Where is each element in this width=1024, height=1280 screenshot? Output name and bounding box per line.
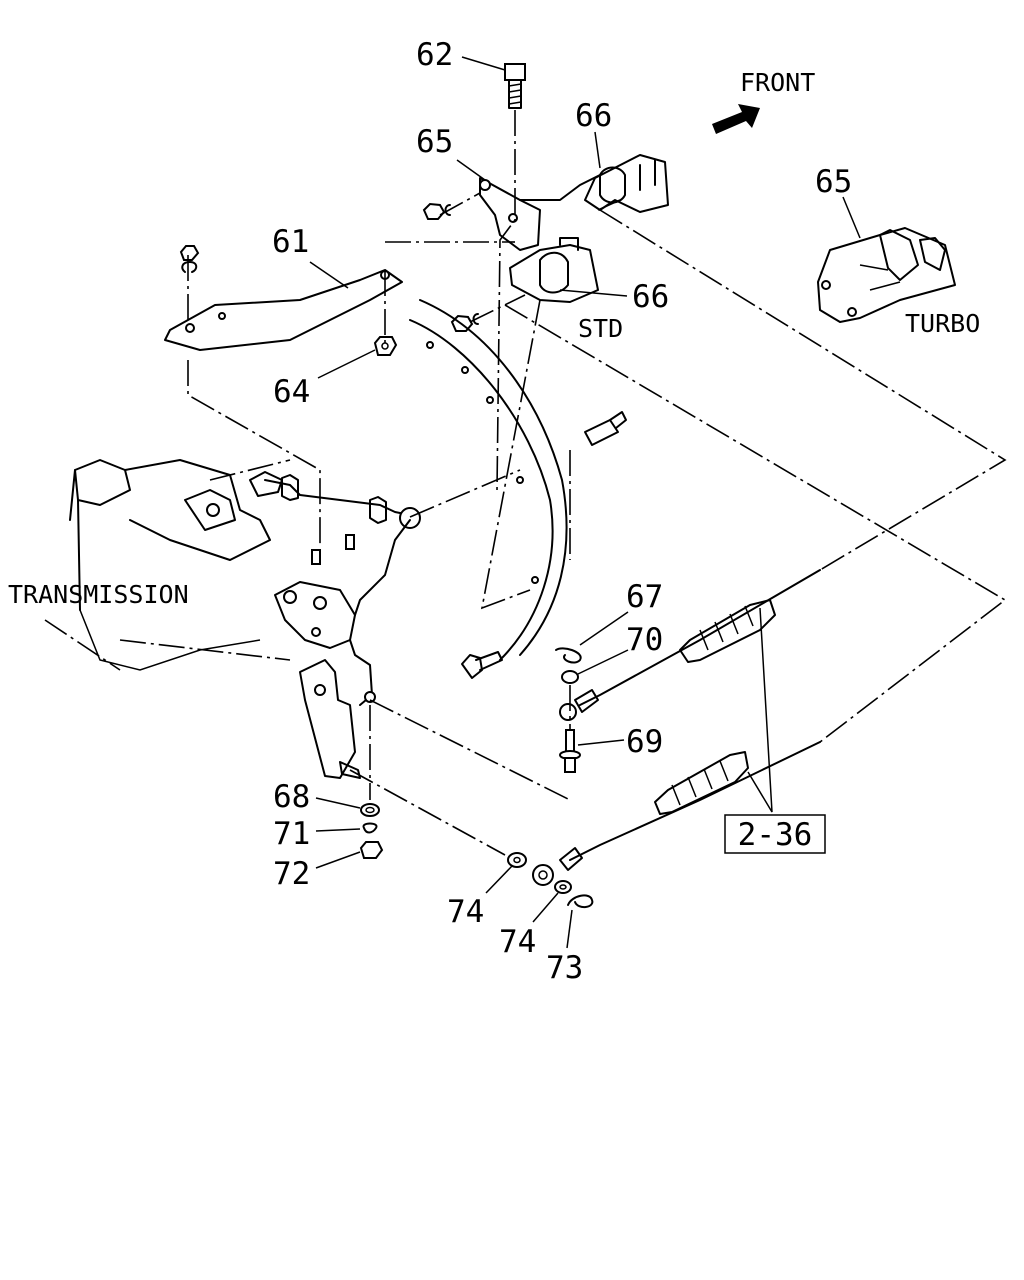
- clip-67: [555, 647, 582, 664]
- pin-69: [559, 729, 581, 773]
- shift-rod: [264, 474, 421, 529]
- washer-68: [360, 803, 380, 817]
- nut-64: [373, 336, 398, 356]
- leader-lines: [309, 56, 861, 949]
- callout-73[interactable]: 73: [546, 950, 583, 986]
- callout-67[interactable]: 67: [626, 579, 663, 615]
- callout-69[interactable]: 69: [626, 724, 663, 760]
- callout-68[interactable]: 68: [273, 779, 310, 815]
- nut-washer-left: [179, 245, 200, 273]
- nut-washer-upper: [422, 202, 479, 332]
- cable-upper: [559, 569, 821, 721]
- callout-65-turbo[interactable]: 65: [815, 164, 852, 200]
- clip-66-lower: [509, 237, 599, 303]
- lock-washer-71: [362, 822, 378, 834]
- transmission-label: TRANSMISSION: [8, 580, 189, 609]
- callout-61[interactable]: 61: [272, 224, 309, 260]
- assembly-lines: [44, 110, 1007, 856]
- clip-66-upper: [584, 154, 669, 213]
- callout-74-left[interactable]: 74: [447, 894, 484, 930]
- clip-73: [567, 894, 594, 908]
- callout-74-right[interactable]: 74: [499, 924, 536, 960]
- lever-bracket: [274, 519, 411, 779]
- front-label: FRONT: [740, 68, 815, 97]
- transmission-body: [69, 459, 283, 671]
- bracket-65-turbo: [817, 227, 956, 323]
- flywheel-housing: [409, 299, 568, 661]
- callout-70[interactable]: 70: [626, 622, 663, 658]
- reference-box[interactable]: 2-36: [724, 814, 826, 854]
- washer-74-right: [554, 880, 572, 894]
- callout-72[interactable]: 72: [273, 856, 310, 892]
- studs: [311, 534, 355, 565]
- bracket-61: [164, 269, 403, 351]
- reference-box-label: 2-36: [738, 817, 813, 853]
- bolt-62: [504, 63, 526, 109]
- callout-65-std[interactable]: 65: [416, 124, 453, 160]
- callout-66-upper[interactable]: 66: [575, 98, 612, 134]
- nut-72: [359, 841, 384, 859]
- bolt-flywheel: [461, 651, 503, 679]
- turbo-label: TURBO: [905, 309, 980, 338]
- bracket-65-std: [479, 174, 601, 251]
- callout-66-lower[interactable]: 66: [632, 279, 669, 315]
- callout-64[interactable]: 64: [273, 374, 310, 410]
- std-label: STD: [578, 314, 623, 343]
- front-arrow-icon: [712, 104, 760, 134]
- cable-end-upper: [584, 411, 627, 446]
- callout-62[interactable]: 62: [416, 37, 453, 73]
- washer-74-left: [507, 852, 527, 868]
- callout-71[interactable]: 71: [273, 816, 310, 852]
- washer-70: [561, 670, 579, 684]
- cable-lower: [532, 741, 821, 886]
